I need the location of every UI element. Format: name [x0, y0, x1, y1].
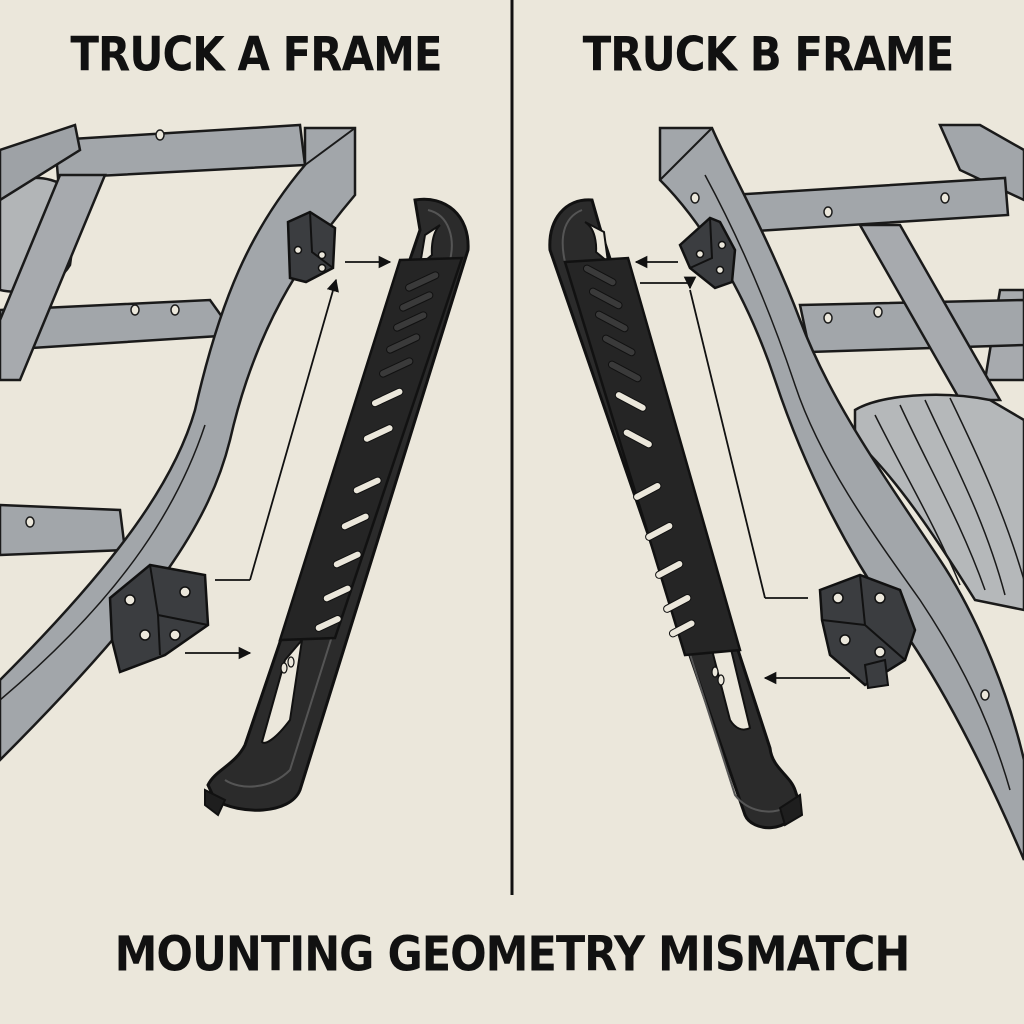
running-board	[853, 393, 1024, 612]
lower-mount-bracket-a	[108, 563, 210, 674]
truck-b-title: TRUCK B FRAME	[582, 27, 955, 82]
alignment-arrows-b	[634, 255, 850, 685]
truck-a-frame	[0, 123, 357, 762]
diagram-caption: MOUNTING GEOMETRY MISMATCH	[114, 927, 911, 983]
frame-brace	[0, 173, 107, 382]
step-bar-a	[204, 197, 470, 817]
cross-member	[0, 503, 127, 557]
step-slots-b	[582, 264, 696, 638]
step-bar-b	[548, 198, 804, 830]
frame-brace	[857, 223, 1003, 402]
truck-b-frame	[658, 123, 1024, 861]
upper-mount-bracket-b	[678, 216, 737, 290]
step-slots-a	[314, 271, 440, 632]
lower-mount-bracket-b	[818, 573, 917, 690]
alignment-arrows-a	[185, 255, 392, 660]
cross-member	[53, 123, 307, 180]
truck-a-title: TRUCK A FRAME	[70, 27, 442, 82]
main-frame-rail	[0, 126, 357, 762]
frame-rail	[0, 123, 82, 202]
upper-mount-bracket-a	[286, 210, 337, 284]
